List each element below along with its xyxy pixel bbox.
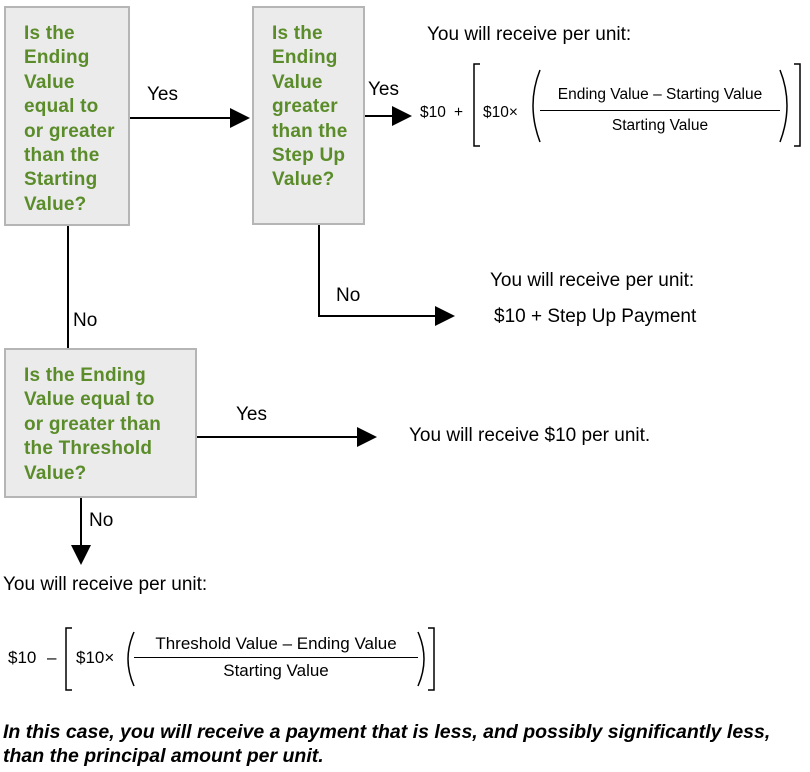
label-yes: Yes [368, 79, 399, 100]
numerator: Threshold Value – Ending Value [134, 634, 418, 658]
outcome-d-title: You will receive per unit: [3, 574, 208, 595]
outcome-a-title: You will receive per unit: [427, 24, 632, 45]
paren-right-icon [417, 631, 425, 687]
decision-box-step-up [252, 6, 365, 225]
warning-note: In this case, you will receive a payment… [3, 721, 771, 767]
denominator: Starting Value [223, 661, 329, 680]
arrow-q2-no [318, 224, 455, 326]
paren-right-icon [779, 69, 788, 143]
bracket-left-icon [65, 627, 72, 691]
label-yes: Yes [147, 84, 178, 105]
denominator: Starting Value [611, 117, 709, 134]
label-no: No [89, 510, 114, 531]
outcome-c-text: You will receive $10 per unit. [409, 425, 651, 446]
formula-base: $10 [420, 104, 446, 121]
outcome-b-formula: $10 + Step Up Payment [494, 306, 697, 327]
formula-minus: – [47, 648, 57, 667]
bracket-right-icon [794, 63, 801, 147]
bracket-right-icon [428, 627, 435, 691]
formula-inner: $10× [483, 104, 518, 121]
paren-left-icon [532, 69, 541, 143]
formula-base: $10 [8, 648, 37, 667]
paren-left-icon [127, 631, 135, 687]
formula-inner: $10× [76, 648, 115, 667]
label-yes: Yes [236, 404, 267, 425]
numerator: Ending Value – Starting Value [540, 86, 780, 111]
label-no: No [336, 285, 361, 306]
decision-box-threshold [4, 348, 197, 498]
outcome-b-title: You will receive per unit: [490, 270, 695, 291]
decision-box-starting-value [4, 6, 130, 226]
label-no: No [73, 310, 98, 331]
formula-plus: + [454, 104, 464, 121]
bracket-left-icon [473, 63, 480, 147]
